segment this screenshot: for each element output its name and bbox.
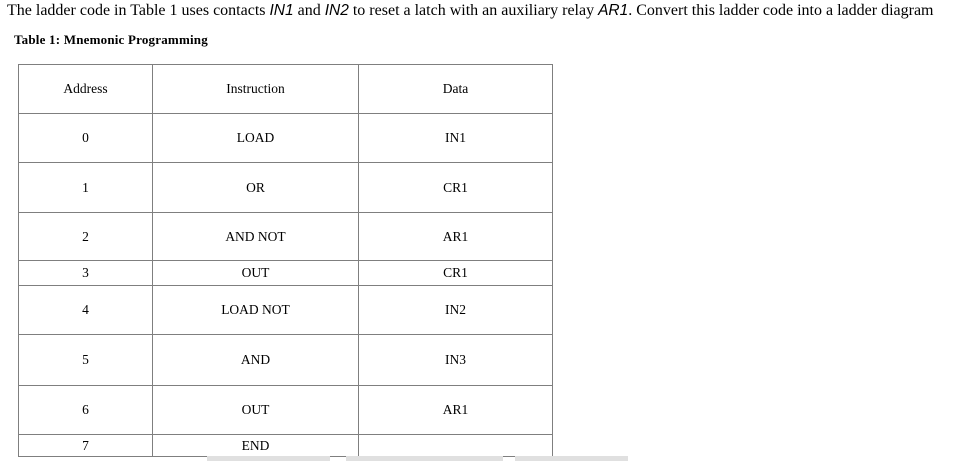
intro-paragraph: The ladder code in Table 1 uses contacts… — [7, 1, 933, 21]
intro-text-4: . Convert this ladder code into a ladder… — [628, 2, 934, 19]
address-cell: 5 — [18, 334, 153, 386]
column-header-data: Data — [358, 64, 553, 114]
table-row: 2 AND NOT AR1 — [18, 212, 553, 261]
data-cell: AR1 — [358, 385, 553, 435]
table-caption: Table 1: Mnemonic Programming — [14, 32, 208, 47]
data-cell: IN3 — [358, 334, 553, 386]
table-header-row: Address Instruction Data — [18, 64, 553, 114]
intro-text-1: The ladder code in Table 1 uses contacts — [7, 2, 270, 19]
instruction-cell: LOAD NOT — [152, 285, 359, 335]
address-cell: 4 — [18, 285, 153, 335]
data-cell — [358, 434, 553, 457]
intro-text-3: to reset a latch with an auxiliary relay — [348, 2, 599, 19]
address-cell: 1 — [18, 162, 153, 213]
intro-text-2: and — [293, 2, 325, 19]
table-row: 5 AND IN3 — [18, 334, 553, 386]
table-row: 7 END — [18, 434, 553, 457]
table-row: 0 LOAD IN1 — [18, 113, 553, 163]
data-cell: IN2 — [358, 285, 553, 335]
mnemonic-programming-table: Address Instruction Data 0 LOAD IN1 1 OR… — [18, 64, 553, 457]
instruction-cell: OUT — [152, 385, 359, 435]
table-row: 1 OR CR1 — [18, 162, 553, 213]
column-header-address: Address — [18, 64, 153, 114]
data-cell: CR1 — [358, 260, 553, 286]
instruction-cell: AND NOT — [152, 212, 359, 261]
address-cell: 2 — [18, 212, 153, 261]
instruction-cell: END — [152, 434, 359, 457]
address-cell: 3 — [18, 260, 153, 286]
instruction-cell: AND — [152, 334, 359, 386]
table-row: 4 LOAD NOT IN2 — [18, 285, 553, 335]
instruction-cell: OUT — [152, 260, 359, 286]
data-cell: IN1 — [358, 113, 553, 163]
table-row: 6 OUT AR1 — [18, 385, 553, 435]
partial-clipped-bar — [346, 456, 503, 461]
relay-ar1-label: AR1 — [598, 2, 629, 19]
data-cell: AR1 — [358, 212, 553, 261]
address-cell: 6 — [18, 385, 153, 435]
contact-in2-label: IN2 — [324, 2, 349, 19]
address-cell: 7 — [18, 434, 153, 457]
address-cell: 0 — [18, 113, 153, 163]
contact-in1-label: IN1 — [269, 2, 294, 19]
instruction-cell: OR — [152, 162, 359, 213]
partial-clipped-bar — [207, 456, 330, 461]
data-cell: CR1 — [358, 162, 553, 213]
partial-clipped-bar — [515, 456, 628, 461]
table-row: 3 OUT CR1 — [18, 260, 553, 286]
instruction-cell: LOAD — [152, 113, 359, 163]
column-header-instruction: Instruction — [152, 64, 359, 114]
